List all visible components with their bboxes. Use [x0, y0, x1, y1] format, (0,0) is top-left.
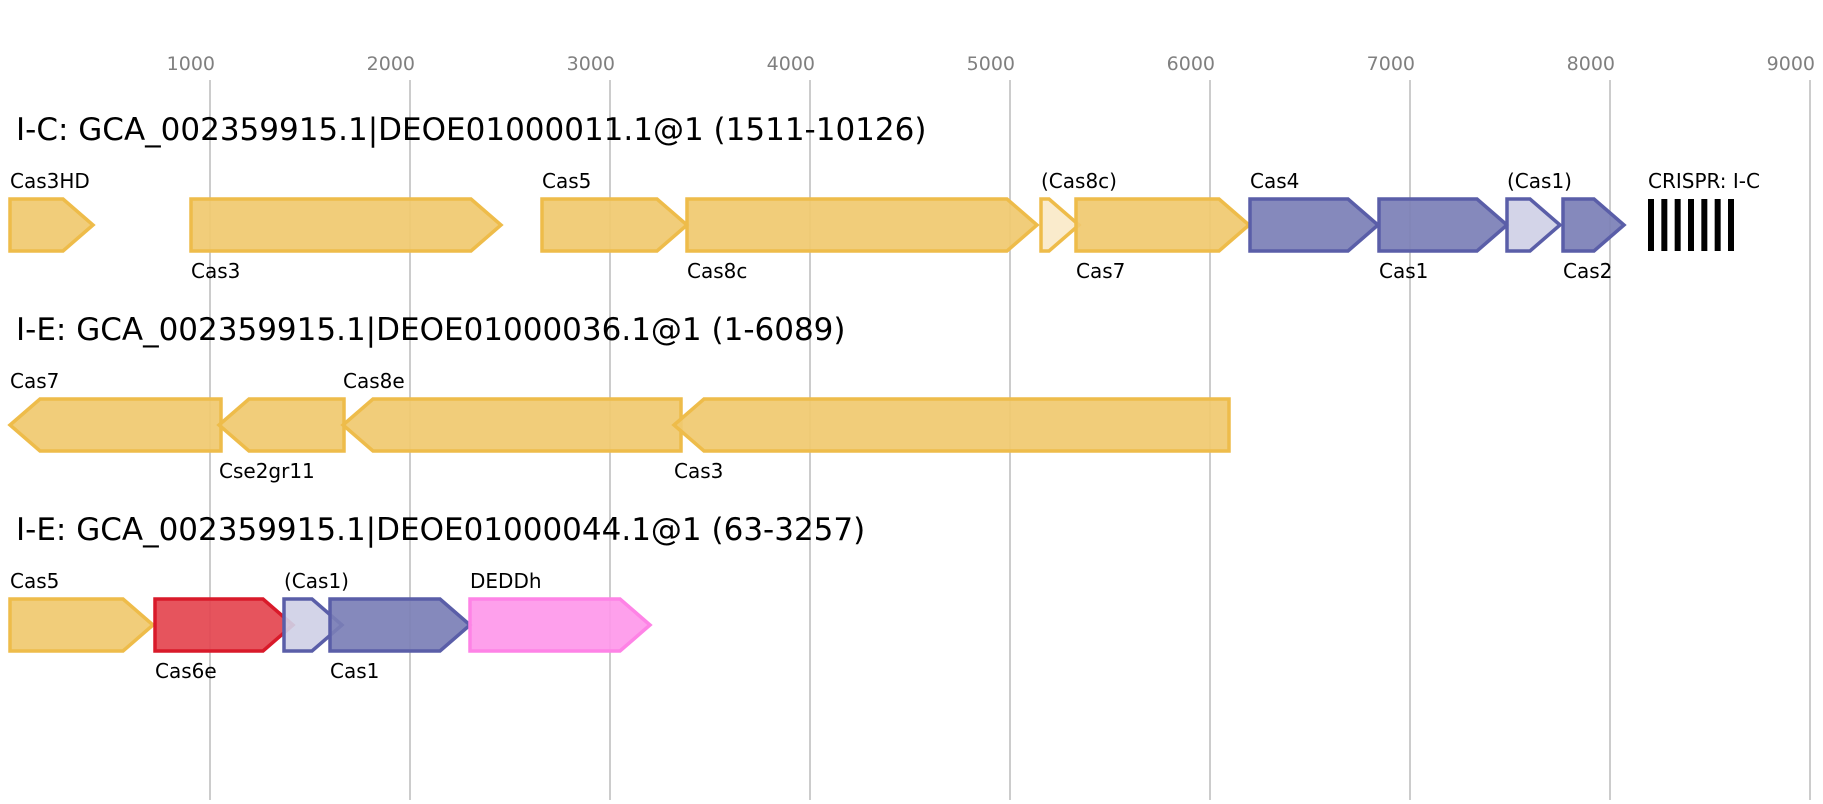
gene-label: Cas6e	[155, 659, 217, 683]
gene-arrow[interactable]	[1561, 197, 1627, 253]
gene-label: Cas3	[191, 259, 240, 283]
gene-arrow[interactable]	[1039, 197, 1082, 253]
track: I-E: GCA_002359915.1|DEOE01000036.1@1 (1…	[7, 312, 1231, 483]
track: I-E: GCA_002359915.1|DEOE01000044.1@1 (6…	[8, 512, 865, 683]
gene-arrow[interactable]	[216, 397, 346, 453]
axis-tick-label: 9000	[1767, 53, 1815, 75]
crispr-label: CRISPR: I-C	[1648, 169, 1760, 193]
axis-tick-label: 8000	[1567, 53, 1615, 75]
gene-arrow[interactable]	[8, 197, 96, 253]
gene-cas8e[interactable]: Cas8e	[340, 369, 683, 453]
gene-label: (Cas1)	[1507, 169, 1572, 193]
track-title: I-E: GCA_002359915.1|DEOE01000036.1@1 (1…	[16, 312, 846, 348]
gene-arrow[interactable]	[1074, 197, 1252, 253]
crispr-repeat	[1714, 199, 1721, 251]
gene-arrow[interactable]	[1248, 197, 1381, 253]
gene-cas8c[interactable]: (Cas8c)	[1039, 169, 1117, 253]
axis-tick-label: 4000	[767, 53, 815, 75]
gene-label: Cas1	[330, 659, 379, 683]
gene-arrow[interactable]	[1505, 197, 1563, 253]
gene-label: Cas4	[1250, 169, 1299, 193]
gene-label: Cse2gr11	[219, 459, 315, 483]
axis-tick-label: 1000	[167, 53, 215, 75]
gene-label: Cas1	[1379, 259, 1428, 283]
crispr-repeat	[1688, 199, 1694, 251]
gene-cas7[interactable]: Cas7	[7, 369, 223, 453]
crispr-repeat	[1661, 199, 1668, 251]
gene-cas5[interactable]: Cas5	[540, 169, 690, 253]
gene-arrow[interactable]	[540, 197, 690, 253]
gene-label: Cas7	[1076, 259, 1125, 283]
gene-cas3hd[interactable]: Cas3HD	[8, 169, 96, 253]
gene-label: Cas2	[1563, 259, 1612, 283]
gene-cas5[interactable]: Cas5	[8, 569, 156, 653]
gene-label: Cas8c	[687, 259, 747, 283]
gene-arrow[interactable]	[8, 597, 156, 653]
axis-tick-label: 5000	[967, 53, 1015, 75]
gene-cas8c[interactable]: Cas8c	[685, 197, 1040, 283]
gene-label: Cas8e	[343, 369, 405, 393]
gene-cas3[interactable]: Cas3	[671, 397, 1231, 483]
gene-deddh[interactable]: DEDDh	[468, 569, 653, 653]
axis-tick-label: 2000	[367, 53, 415, 75]
axis-tick-label: 7000	[1367, 53, 1415, 75]
track-title: I-C: GCA_002359915.1|DEOE01000011.1@1 (1…	[16, 112, 926, 148]
crispr-repeat	[1701, 199, 1708, 251]
gene-arrow[interactable]	[153, 597, 296, 653]
gene-cse2gr11[interactable]: Cse2gr11	[216, 397, 346, 483]
track-title: I-E: GCA_002359915.1|DEOE01000044.1@1 (6…	[16, 512, 865, 548]
crispr-repeat	[1648, 199, 1654, 251]
gene-arrow[interactable]	[7, 397, 223, 453]
gene-arrow[interactable]	[468, 597, 653, 653]
gene-arrow[interactable]	[282, 597, 345, 653]
gene-cas4[interactable]: Cas4	[1248, 169, 1381, 253]
gene-cas6e[interactable]: Cas6e	[153, 597, 296, 683]
gene-label: (Cas8c)	[1041, 169, 1117, 193]
crispr-repeat	[1674, 199, 1681, 251]
gene-cas1[interactable]: Cas1	[328, 597, 473, 683]
gene-label: Cas3HD	[10, 169, 90, 193]
axis-tick-label: 3000	[567, 53, 615, 75]
crispr-repeat	[1728, 199, 1734, 251]
gene-label: Cas3	[674, 459, 723, 483]
gene-label: Cas5	[10, 569, 59, 593]
gene-label: (Cas1)	[284, 569, 349, 593]
gene-cas3[interactable]: Cas3	[189, 197, 504, 283]
gene-arrow[interactable]	[328, 597, 473, 653]
gene-label: DEDDh	[470, 569, 542, 593]
gene-cas2[interactable]: Cas2	[1561, 197, 1627, 283]
gene-arrow[interactable]	[685, 197, 1040, 253]
track: I-C: GCA_002359915.1|DEOE01000011.1@1 (1…	[8, 112, 1760, 283]
gene-cas1[interactable]: Cas1	[1377, 197, 1510, 283]
gene-label: Cas7	[10, 369, 59, 393]
gene-cas7[interactable]: Cas7	[1074, 197, 1252, 283]
gene-cas1[interactable]: (Cas1)	[1505, 169, 1572, 253]
gene-arrow[interactable]	[340, 397, 683, 453]
gene-cas1[interactable]: (Cas1)	[282, 569, 349, 653]
tracks: I-C: GCA_002359915.1|DEOE01000011.1@1 (1…	[7, 112, 1760, 683]
gene-arrow[interactable]	[671, 397, 1231, 453]
axis-tick-label: 6000	[1167, 53, 1215, 75]
gene-arrow[interactable]	[1377, 197, 1510, 253]
crispr-array[interactable]: CRISPR: I-C	[1648, 169, 1760, 251]
gene-label: Cas5	[542, 169, 591, 193]
gene-arrow[interactable]	[189, 197, 504, 253]
